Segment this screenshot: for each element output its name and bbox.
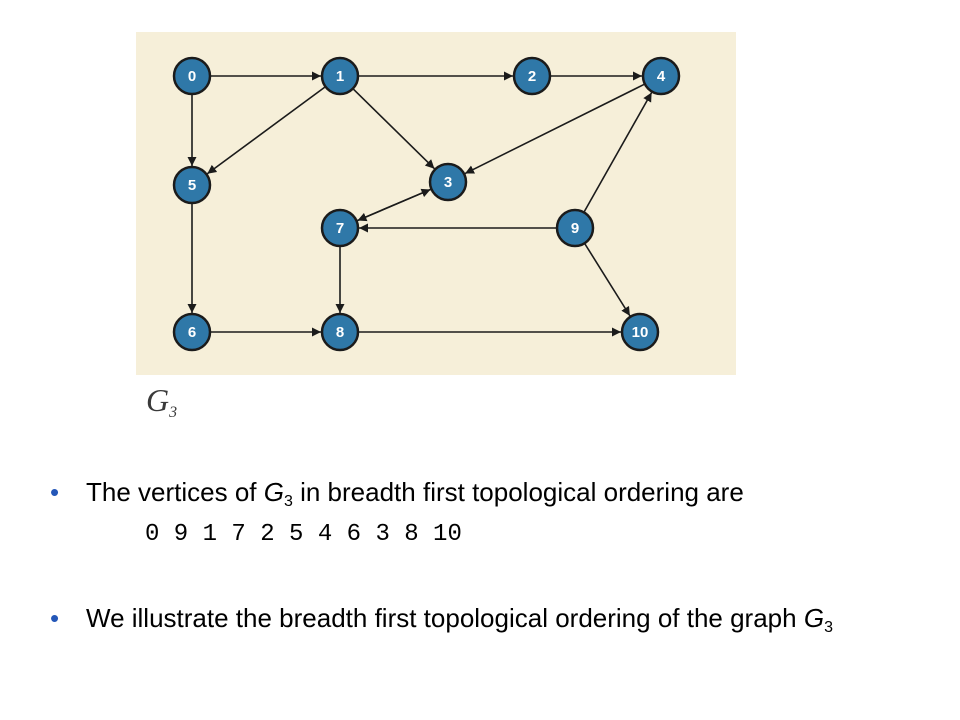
node-0: 0 <box>172 56 212 96</box>
node-label: 1 <box>336 68 344 85</box>
edge-9-to-10 <box>584 243 631 317</box>
node-10: 10 <box>620 312 660 352</box>
node-circle <box>172 312 212 352</box>
node-7: 7 <box>320 208 360 248</box>
node-label: 5 <box>188 177 196 194</box>
node-circle <box>172 165 212 205</box>
node-label: 8 <box>336 324 344 341</box>
edge-4-to-3 <box>464 83 645 175</box>
node-8: 8 <box>320 312 360 352</box>
node-circle <box>555 208 595 248</box>
node-circle <box>320 312 360 352</box>
node-label: 4 <box>657 68 666 85</box>
node-circle <box>428 162 468 202</box>
node-3: 3 <box>428 162 468 202</box>
node-label: 10 <box>632 324 649 341</box>
node-circle <box>320 208 360 248</box>
node-circle <box>641 56 681 96</box>
node-label: 7 <box>336 220 344 237</box>
graph-caption: G3 <box>146 382 178 421</box>
node-circle <box>172 56 212 96</box>
node-label: 3 <box>444 174 452 191</box>
bullet-dot: • <box>50 603 60 633</box>
node-label: 6 <box>188 324 196 341</box>
node-label: 2 <box>528 68 536 85</box>
topological-ordering: 0 9 1 7 2 5 4 6 3 8 10 <box>145 521 462 548</box>
node-label: 0 <box>188 68 196 85</box>
node-4: 4 <box>641 56 681 96</box>
node-9: 9 <box>555 208 595 248</box>
graph-panel: 0 1 2 3 4 5 6 7 8 9 10 <box>136 32 736 375</box>
node-5: 5 <box>172 165 212 205</box>
node-6: 6 <box>172 312 212 352</box>
edge-1-to-5 <box>206 86 326 175</box>
edge-3-to-7 <box>357 188 431 222</box>
edge-9-to-4 <box>583 92 653 212</box>
node-1: 1 <box>320 56 360 96</box>
node-circle <box>512 56 552 96</box>
node-2: 2 <box>512 56 552 96</box>
edge-1-to-3 <box>352 88 436 170</box>
graph-diagram: 0 1 2 3 4 5 6 7 8 9 10 <box>172 56 681 352</box>
node-circle <box>320 56 360 96</box>
node-label: 9 <box>571 220 579 237</box>
bullet-text: The vertices of G3 in breadth first topo… <box>86 477 744 510</box>
node-circle <box>620 312 660 352</box>
bullet-text: We illustrate the breadth first topologi… <box>86 603 833 636</box>
bullet-dot: • <box>50 477 60 507</box>
